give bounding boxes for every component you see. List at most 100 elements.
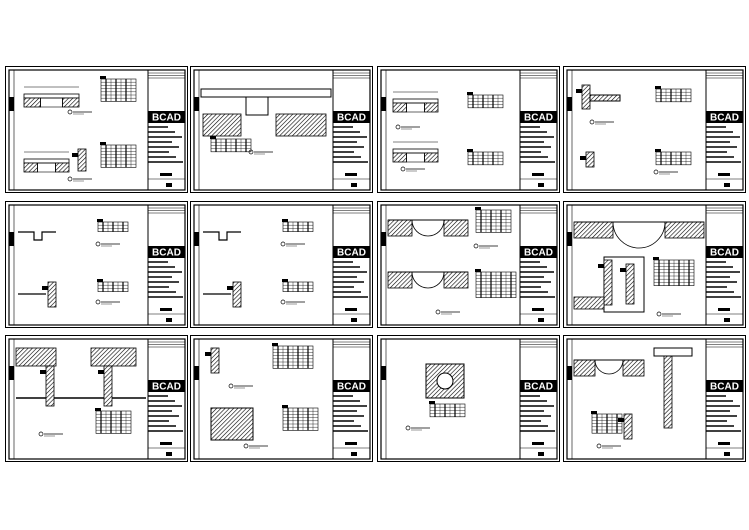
- drawing-sheet[interactable]: BCAD: [563, 201, 746, 328]
- logo-text: BCAD: [710, 113, 739, 124]
- inner-frame: [566, 338, 744, 460]
- margin-mark: [381, 97, 386, 111]
- sheet-number-mark: [160, 308, 172, 311]
- beam: [200, 88, 332, 98]
- inner-frame: [566, 69, 744, 191]
- detail-callout-circle: [228, 383, 234, 389]
- hatched-section: [585, 151, 595, 168]
- sheet-id-mark: [724, 183, 730, 187]
- profile-strip: [392, 148, 439, 154]
- margin-mark: [567, 97, 572, 111]
- table-header-mark: [97, 219, 103, 222]
- detail-callout-circle: [38, 431, 44, 437]
- logo-text: BCAD: [337, 248, 366, 259]
- detail-callout-circle: [656, 311, 662, 317]
- logo-band: [333, 380, 370, 392]
- hatched-section: [664, 221, 705, 239]
- sheet-drawing: BCAD: [193, 69, 371, 191]
- hatched-section: [232, 281, 242, 308]
- detail-callout-circle: [405, 425, 411, 431]
- fixing-block: [598, 264, 604, 268]
- table-header-mark: [475, 269, 481, 272]
- hatched-section: [603, 259, 613, 306]
- drawing-sheet[interactable]: BCAD: [5, 201, 188, 328]
- sheet-drawing: BCAD: [380, 69, 558, 191]
- drawing-sheet[interactable]: BCAD: [377, 335, 560, 462]
- detail-callout-circle: [435, 309, 441, 315]
- table-header-mark: [655, 149, 661, 152]
- table-header-mark: [282, 219, 288, 222]
- margin-mark: [9, 97, 14, 111]
- opening: [245, 96, 269, 116]
- sheet-id-mark: [538, 183, 544, 187]
- drawing-sheet[interactable]: BCAD: [377, 201, 560, 328]
- inner-frame: [380, 69, 558, 191]
- hatched-section: [77, 148, 87, 172]
- profile-strip: [23, 158, 70, 164]
- fixing-block: [576, 89, 582, 93]
- sheet-number-mark: [345, 442, 357, 445]
- fixing-block: [42, 286, 48, 290]
- sheet-id-mark: [166, 452, 172, 456]
- drawing-sheet[interactable]: BCAD: [563, 335, 746, 462]
- title-block: BCAD: [705, 339, 743, 459]
- detail-callout-circle: [473, 243, 479, 249]
- hatched-section: [573, 296, 605, 310]
- sheet-drawing: BCAD: [566, 69, 744, 191]
- drawing-sheet[interactable]: BCAD: [190, 201, 373, 328]
- sheet-number-mark: [532, 173, 544, 176]
- material-table: [475, 269, 517, 298]
- logo-band: [148, 111, 185, 123]
- inner-frame: [380, 204, 558, 326]
- sheet-drawing: BCAD: [8, 338, 186, 460]
- logo-band: [520, 111, 557, 123]
- drawing-sheet[interactable]: BCAD: [563, 66, 746, 193]
- fixing-block: [40, 370, 46, 374]
- sheet-drawing: BCAD: [193, 204, 371, 326]
- sheet-number-mark: [718, 308, 730, 311]
- sheet-drawing: BCAD: [8, 204, 186, 326]
- table-header-mark: [100, 76, 106, 79]
- margin-mark: [9, 232, 14, 246]
- material-table: [655, 86, 692, 103]
- sheet-drawing: BCAD: [8, 69, 186, 191]
- margin-mark: [9, 366, 14, 380]
- hatched-section: [15, 347, 57, 367]
- table-header-mark: [272, 343, 278, 346]
- fixing-block: [580, 156, 586, 160]
- table-header-mark: [282, 279, 288, 282]
- drawing-sheet[interactable]: BCAD: [5, 335, 188, 462]
- drawing-sheet[interactable]: BCAD: [377, 66, 560, 193]
- hatched-section: [387, 219, 413, 237]
- detail-callout-circle: [596, 443, 602, 449]
- table-header-mark: [210, 136, 216, 139]
- logo-text: BCAD: [710, 382, 739, 393]
- logo-text: BCAD: [524, 382, 553, 393]
- hatched-section: [622, 359, 645, 377]
- arch-curve: [411, 219, 445, 237]
- hatched-section: [103, 365, 113, 407]
- table-header-mark: [282, 405, 288, 408]
- detail-callout-circle: [589, 119, 595, 125]
- material-table: [467, 92, 504, 109]
- fixing-block: [620, 268, 626, 272]
- void-section: [406, 102, 425, 113]
- sheet-id-mark: [166, 318, 172, 322]
- table-header-mark: [97, 279, 103, 282]
- drawing-sheet[interactable]: BCAD: [5, 66, 188, 193]
- hatched-section: [581, 84, 591, 110]
- sheet-id-mark: [351, 452, 357, 456]
- inner-frame: [8, 204, 186, 326]
- drawing-sheet[interactable]: BCAD: [190, 335, 373, 462]
- title-block: BCAD: [705, 205, 743, 325]
- hatched-section: [47, 281, 57, 308]
- sheet-number-mark: [532, 442, 544, 445]
- arch-curve: [411, 271, 445, 289]
- material-table: [282, 279, 314, 292]
- material-table: [100, 76, 137, 102]
- hatched-section: [443, 219, 469, 237]
- drawing-sheet[interactable]: BCAD: [190, 66, 373, 193]
- inner-frame: [380, 338, 558, 460]
- detail-callout-circle: [67, 109, 73, 115]
- logo-text: BCAD: [337, 382, 366, 393]
